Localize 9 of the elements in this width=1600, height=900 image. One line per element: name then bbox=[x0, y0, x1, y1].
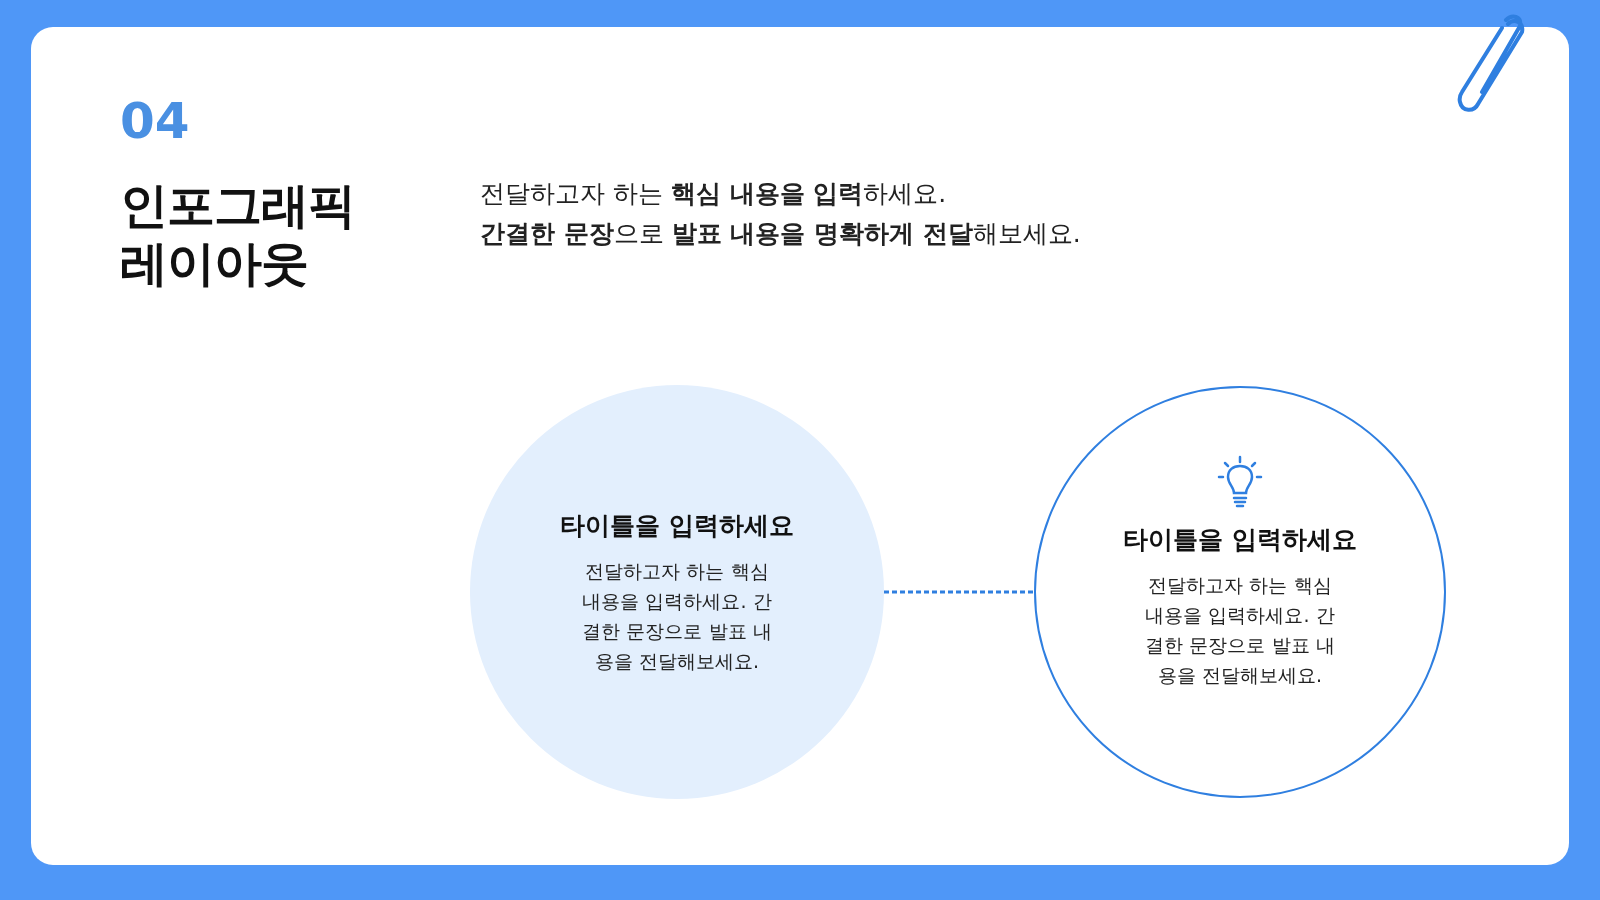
description-text: 간결한 문장으로 발표 내용을 명확하게 전달해보세요. bbox=[480, 218, 1081, 250]
circle-title: 타이틀을 입력하세요 bbox=[1123, 523, 1357, 556]
circle-title: 타이틀을 입력하세요 bbox=[560, 509, 794, 542]
circle-body: 전달하고자 하는 핵심 내용을 입력하세요. 간결한 문장으로 발표 내용을 전달해보세요. bbox=[1144, 572, 1336, 688]
dashed-connector bbox=[884, 590, 1034, 594]
description-text: 전달하고자 하는 핵심 내용을 입력하세요. bbox=[480, 178, 947, 210]
slide-title: 인포그래픽 레이아웃 bbox=[120, 176, 356, 292]
circle-body: 전달하고자 하는 핵심 내용을 입력하세요. 간결한 문장으로 발표 내용을 전달해보세요. bbox=[581, 558, 773, 674]
section-number: 04 bbox=[120, 92, 190, 150]
